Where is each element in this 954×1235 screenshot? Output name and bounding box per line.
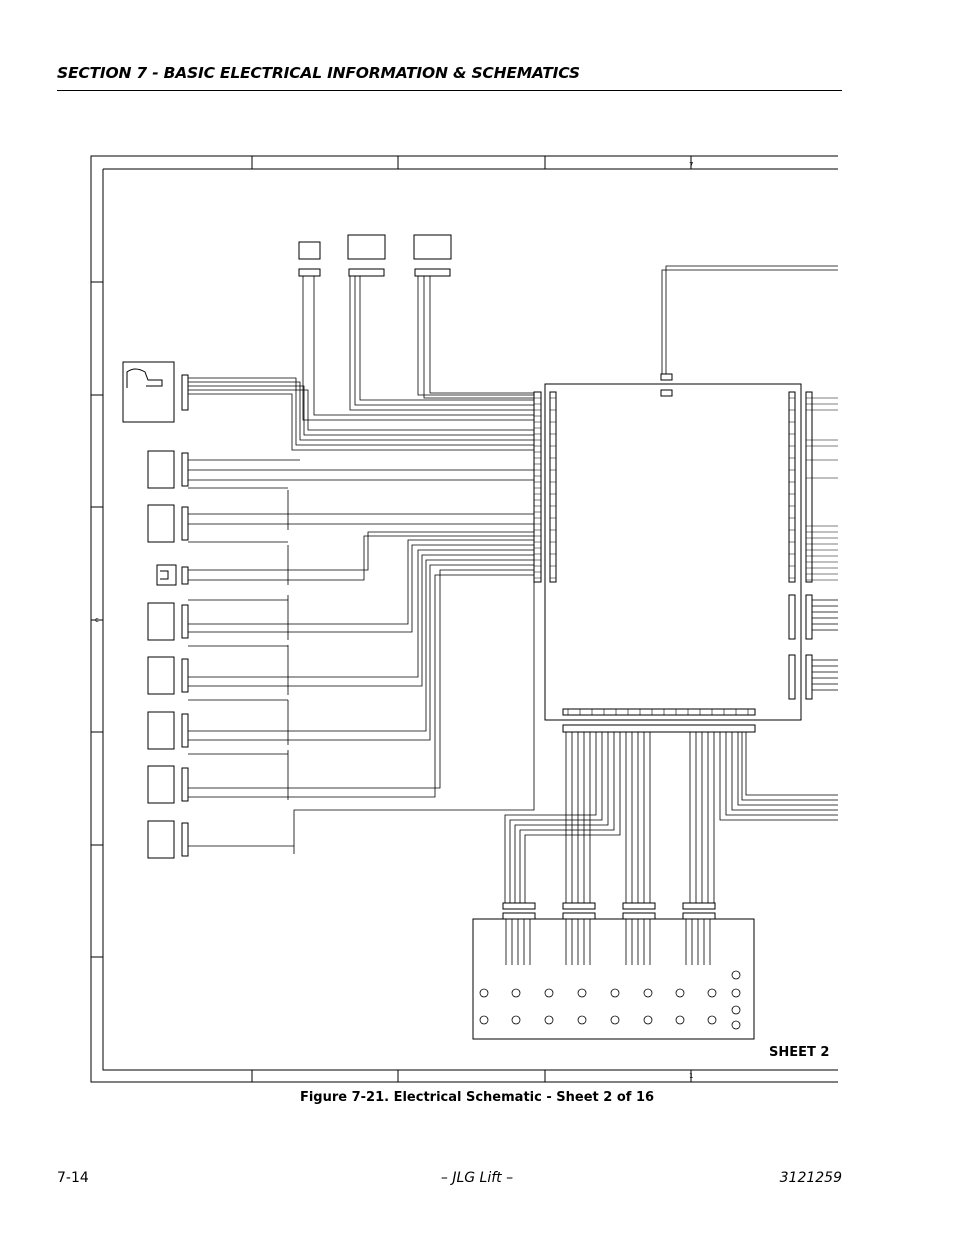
page-number: 7-14: [57, 1170, 89, 1186]
svg-text:1: 1: [689, 1072, 693, 1080]
svg-text:c: c: [95, 616, 99, 624]
section-header: SECTION 7 - BASIC ELECTRICAL INFORMATION…: [57, 64, 842, 91]
svg-text:7: 7: [689, 161, 693, 169]
section-title: SECTION 7 - BASIC ELECTRICAL INFORMATION…: [57, 64, 580, 82]
doc-number: 3121259: [779, 1170, 842, 1186]
figure-caption: Figure 7-21. Electrical Schematic - Shee…: [299, 1090, 655, 1105]
footer-brand: – JLG Lift –: [440, 1170, 514, 1186]
sheet-label: SHEET 2: [769, 1045, 830, 1060]
